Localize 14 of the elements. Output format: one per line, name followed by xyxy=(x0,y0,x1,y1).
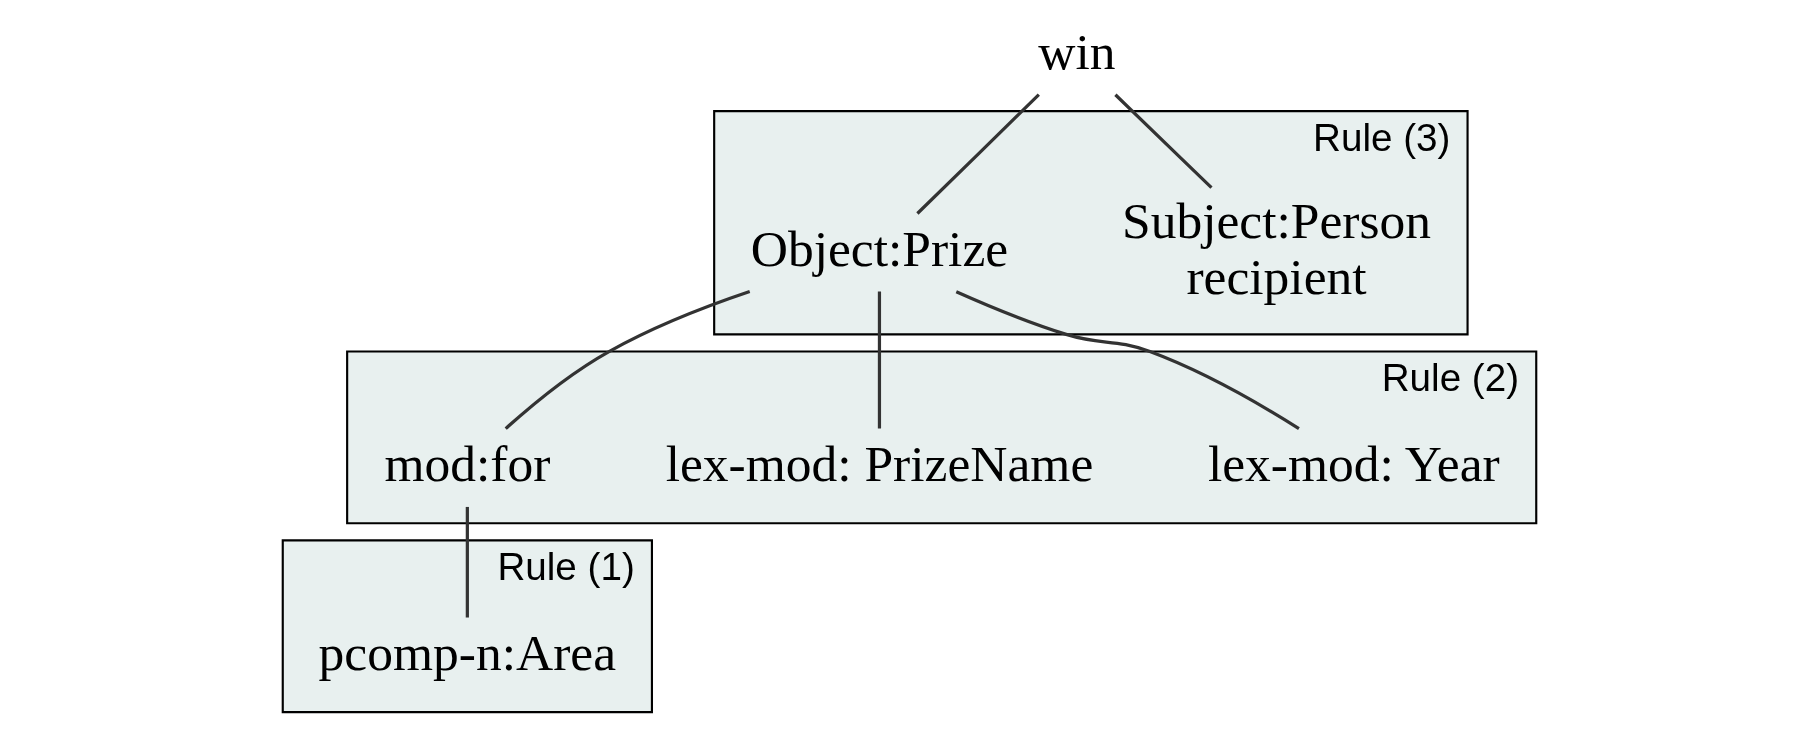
connector xyxy=(877,291,881,429)
node-text: Object:Prize xyxy=(750,220,1008,278)
connector xyxy=(955,290,1300,430)
node-text: pcomp-n:Area xyxy=(318,623,616,681)
connector xyxy=(915,93,1040,215)
node-text: mod:for xyxy=(383,434,550,492)
connector xyxy=(504,289,750,430)
node-text: win xyxy=(1037,22,1116,80)
node-label: recipient xyxy=(1185,248,1367,306)
connector xyxy=(1113,93,1213,189)
node-text: lex-mod: Year xyxy=(1207,434,1500,492)
connector xyxy=(465,506,469,618)
node-text: lex-mod: PrizeName xyxy=(665,434,1093,492)
node-text: Subject:Person xyxy=(1121,192,1431,250)
